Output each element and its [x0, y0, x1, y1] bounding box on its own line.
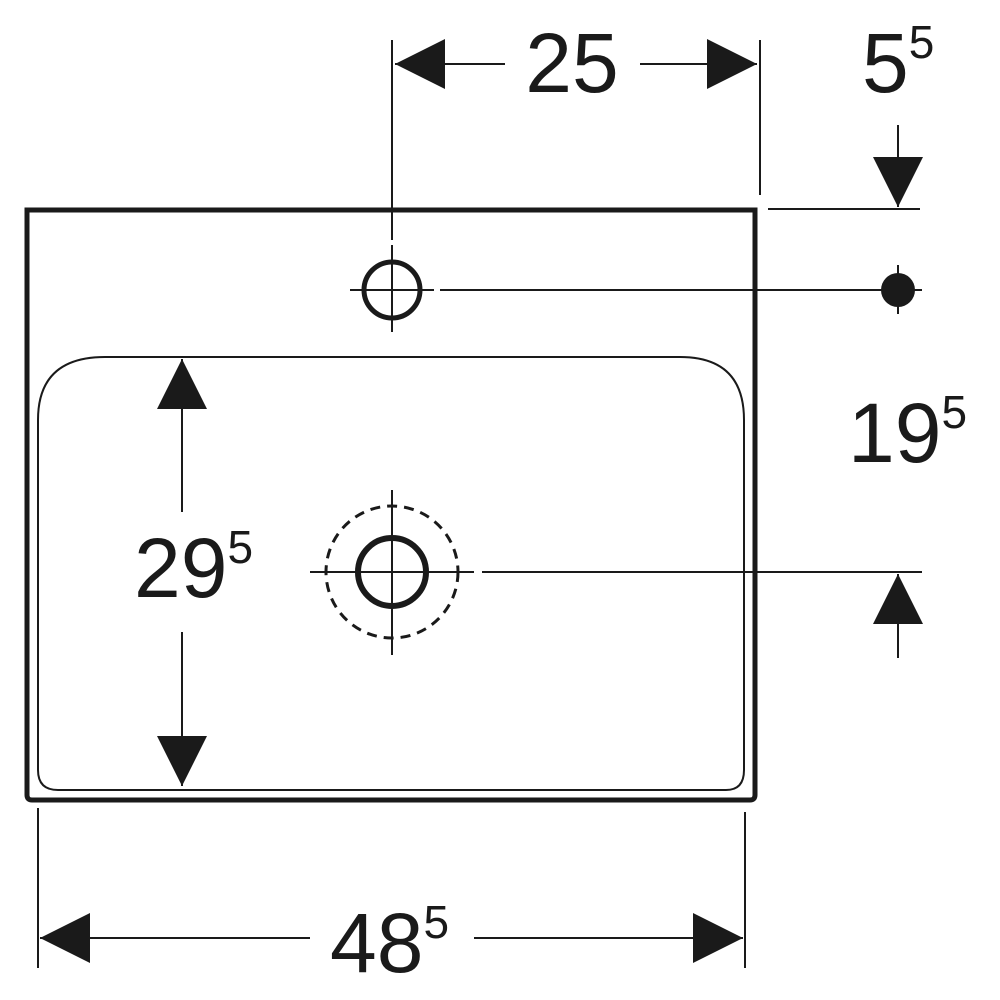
dimension-label-main: 19	[848, 386, 941, 480]
dimension-label-main: 29	[134, 521, 227, 615]
dimension-label-sup: 5	[227, 521, 253, 573]
dimension-label-sup: 5	[909, 16, 935, 68]
svg-text:295: 295	[134, 521, 253, 615]
svg-text:25: 25	[525, 16, 618, 110]
dimension-basin-depth: 295	[134, 359, 253, 786]
dimension-label-main: 48	[330, 896, 423, 990]
dimension-basin-width: 485	[37, 808, 746, 990]
inner-bowl	[37, 356, 745, 791]
outer-rim	[24, 207, 758, 803]
dimension-tap-from-back: 55	[768, 16, 934, 210]
dimension-tap-offset: 25	[391, 16, 761, 240]
tap-centre-reference	[440, 265, 922, 314]
dimension-tap-to-drain: 195	[482, 386, 967, 658]
dimension-label-main: 5	[862, 16, 909, 110]
dimension-label-sup: 5	[423, 896, 449, 948]
svg-text:55: 55	[862, 16, 934, 110]
svg-text:195: 195	[848, 386, 967, 480]
tap-hole-icon	[350, 245, 434, 332]
drain-icon	[310, 490, 474, 655]
dimension-label-main: 25	[525, 16, 618, 110]
center-point-icon	[881, 273, 915, 307]
basin-outline	[24, 207, 758, 803]
dimension-label-sup: 5	[941, 386, 967, 438]
svg-text:485: 485	[330, 896, 449, 990]
